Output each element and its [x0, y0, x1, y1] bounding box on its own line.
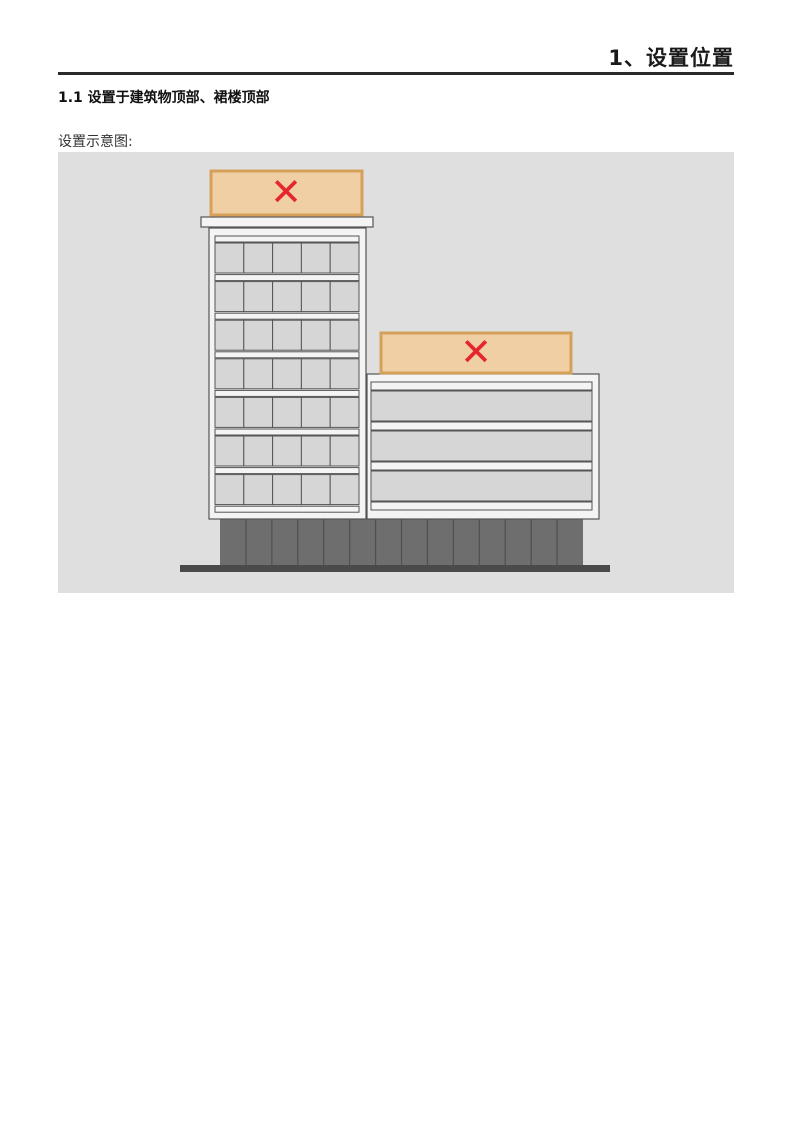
window: [300, 474, 331, 506]
page-title: 1、设置位置: [608, 46, 734, 70]
window: [329, 435, 360, 467]
window: [300, 319, 331, 351]
window: [214, 435, 245, 467]
window-band: [370, 470, 593, 502]
window: [214, 358, 245, 390]
cross-mark: ✕: [270, 170, 302, 214]
window: [272, 435, 302, 467]
window: [272, 358, 302, 390]
window: [243, 358, 274, 390]
rooftop-sign-prohibited: ✕: [209, 169, 364, 217]
window: [329, 396, 360, 428]
window: [272, 281, 302, 313]
window: [243, 396, 274, 428]
window: [272, 242, 302, 274]
window: [300, 358, 331, 390]
window: [272, 396, 302, 428]
tower-building: [208, 227, 367, 520]
window-band: [370, 390, 593, 422]
window: [214, 474, 245, 506]
window: [243, 319, 274, 351]
window: [272, 474, 302, 506]
window: [272, 319, 302, 351]
tower-roof: [200, 216, 374, 228]
cross-mark: ✕: [460, 330, 492, 374]
window: [243, 281, 274, 313]
window: [300, 396, 331, 428]
title-rule: [58, 72, 734, 75]
window: [214, 396, 245, 428]
window: [300, 242, 331, 274]
window: [214, 242, 245, 274]
section-heading: 1.1 设置于建筑物顶部、裙楼顶部: [58, 90, 270, 106]
window: [329, 281, 360, 313]
window: [214, 319, 245, 351]
window: [329, 474, 360, 506]
window: [214, 281, 245, 313]
figure-caption: 设置示意图:: [58, 134, 133, 150]
window: [329, 319, 360, 351]
ground-line: [180, 565, 610, 572]
podium-roof-sign-prohibited: ✕: [379, 330, 573, 375]
window: [243, 435, 274, 467]
window-band: [370, 430, 593, 462]
window: [300, 281, 331, 313]
window: [329, 358, 360, 390]
illustration: ✕ ✕: [58, 152, 734, 593]
window: [243, 474, 274, 506]
window: [300, 435, 331, 467]
window: [329, 242, 360, 274]
podium-building: [366, 373, 600, 520]
window: [243, 242, 274, 274]
podium-base: [220, 518, 583, 565]
